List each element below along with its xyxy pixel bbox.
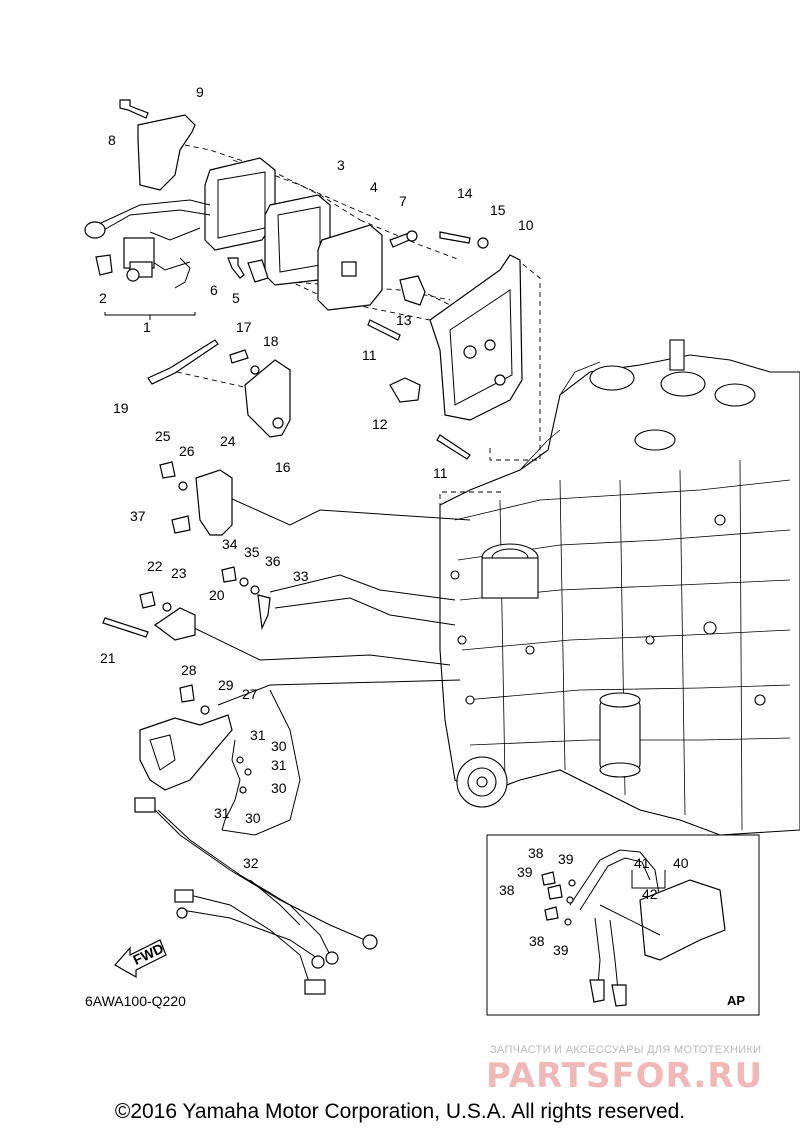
callout-7: 7 [399, 193, 407, 209]
callout-38c: 38 [529, 933, 545, 949]
callout-38b: 38 [499, 882, 515, 898]
inset-label: AP [727, 993, 746, 1008]
inset-ap [486, 834, 760, 1016]
callout-40: 40 [673, 855, 689, 871]
callout-39b: 39 [517, 864, 533, 880]
callout-26: 26 [179, 443, 195, 459]
callout-30c: 30 [245, 810, 261, 826]
callout-5: 5 [232, 290, 240, 306]
callout-3: 3 [337, 157, 345, 173]
parts [84, 99, 523, 995]
callout-31a: 31 [250, 727, 266, 743]
callout-34: 34 [222, 536, 238, 552]
callout-31c: 31 [214, 805, 230, 821]
callout-labels: 1 2 3 4 5 6 7 8 9 10 11 11 12 13 14 15 1… [99, 84, 689, 968]
callout-14: 14 [457, 185, 473, 201]
callout-8: 8 [108, 132, 116, 148]
callout-10: 10 [518, 217, 534, 233]
callout-4: 4 [370, 179, 378, 195]
callout-41: 41 [634, 855, 650, 871]
callout-12: 12 [372, 416, 388, 432]
callout-38a: 38 [528, 845, 544, 861]
callout-20: 20 [209, 587, 225, 603]
callout-11b: 11 [433, 465, 448, 481]
callout-30a: 30 [271, 738, 287, 754]
callout-25: 25 [155, 428, 171, 444]
callout-18: 18 [263, 333, 279, 349]
callout-22: 22 [147, 558, 163, 574]
callout-17: 17 [236, 319, 252, 335]
callout-36: 36 [265, 553, 281, 569]
callout-13: 13 [396, 312, 412, 328]
callout-30b: 30 [271, 780, 287, 796]
callout-23: 23 [171, 565, 187, 581]
diagram-code: 6AWA100-Q220 [85, 993, 186, 1009]
callout-37: 37 [130, 508, 146, 524]
callout-27: 27 [242, 686, 258, 702]
callout-28: 28 [181, 662, 197, 678]
callout-33: 33 [293, 568, 309, 584]
watermark-subtitle: ЗАПЧАСТИ И АКСЕССУАРЫ ДЛЯ МОТОТЕХНИКИ [490, 1044, 762, 1056]
callout-29: 29 [218, 677, 234, 693]
callout-31b: 31 [271, 757, 287, 773]
watermark-logo: PARTSFOR.RU [486, 1056, 764, 1096]
callout-42: 42 [642, 886, 658, 902]
copyright-notice: ©2016 Yamaha Motor Corporation, U.S.A. A… [114, 1100, 686, 1123]
callout-21: 21 [100, 650, 116, 666]
callout-11a: 11 [362, 347, 377, 363]
callout-39c: 39 [553, 942, 569, 958]
engine-block [439, 339, 800, 836]
callout-35: 35 [244, 544, 260, 560]
callout-9: 9 [196, 84, 204, 100]
callout-39a: 39 [558, 851, 574, 867]
callout-19: 19 [113, 400, 129, 416]
callout-32: 32 [243, 855, 259, 871]
callout-24: 24 [220, 433, 236, 449]
callout-15: 15 [490, 202, 506, 218]
callout-16: 16 [275, 459, 291, 475]
callout-6: 6 [210, 282, 218, 298]
callout-1: 1 [143, 319, 151, 335]
callout-2: 2 [99, 290, 107, 306]
